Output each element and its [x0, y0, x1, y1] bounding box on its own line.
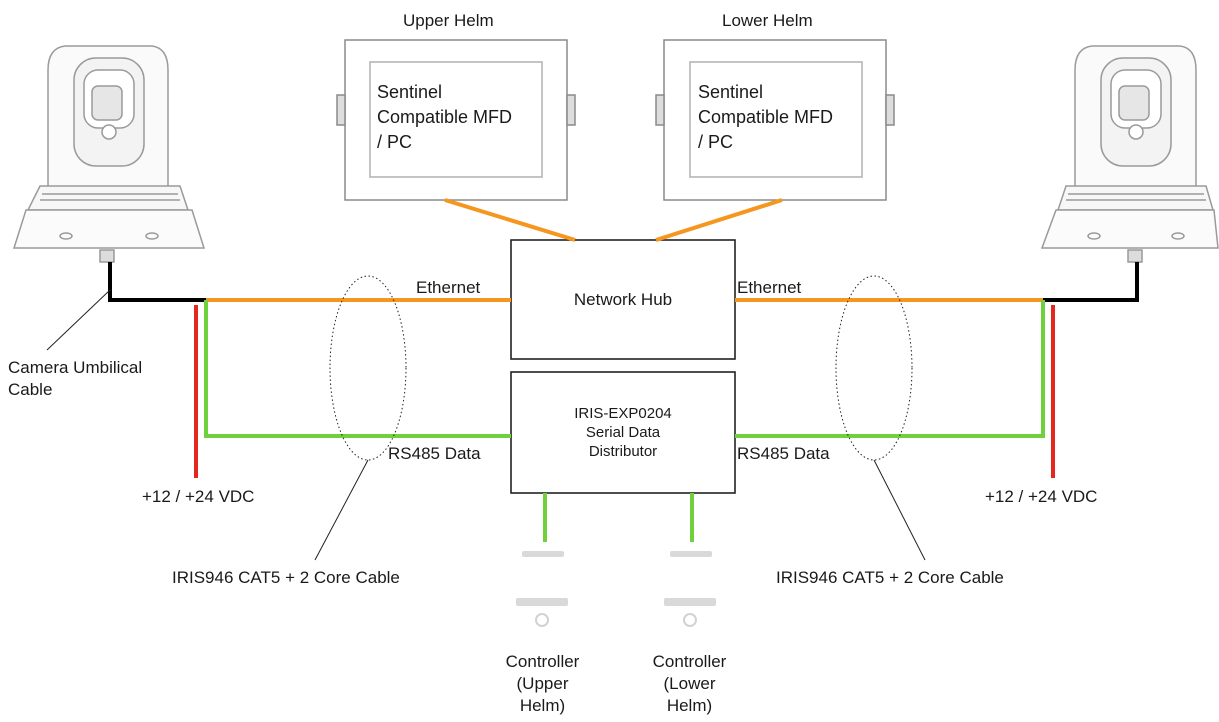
- left-rs485-cable: [204, 300, 511, 438]
- upper-controller-icon: [516, 551, 568, 627]
- upper-controller-line-3: Helm): [519, 696, 566, 715]
- lower-helm-title: Lower Helm: [722, 11, 813, 30]
- left-cable-bundle-marker: [329, 275, 407, 461]
- left-cat5-leader-line: [314, 459, 369, 561]
- distributor-line-1: IRIS-EXP0204: [574, 405, 672, 422]
- rs485-right-label: RS485 Data: [737, 444, 830, 463]
- upper-mfd-line-3: / PC: [377, 132, 413, 152]
- network-hub-label: Network Hub: [573, 290, 673, 309]
- cat5-right-label: IRIS946 CAT5 + 2 Core Cable: [776, 568, 1004, 587]
- lower-mfd-line-3: / PC: [698, 132, 734, 152]
- upper-mfd-ethernet-cable: [444, 198, 576, 242]
- power-right-label: +12 / +24 VDC: [985, 487, 1098, 506]
- lower-mfd-icon: [655, 39, 895, 201]
- left-umbilical-cable: [108, 262, 206, 302]
- lower-mfd-line-2: Compatible MFD: [698, 107, 834, 127]
- right-cable-bundle-marker: [835, 275, 913, 461]
- lower-mfd-label: Sentinel Compatible MFD / PC: [698, 80, 833, 155]
- network-hub-box: [510, 239, 736, 360]
- distributor-box: [510, 371, 736, 494]
- lower-mfd-ethernet-cable: [655, 198, 783, 242]
- right-camera-icon: [1040, 45, 1219, 263]
- umbilical-line-1: Camera Umbilical: [8, 358, 143, 377]
- lower-controller-line-2: (Lower: [663, 674, 716, 693]
- ethernet-left-label: Ethernet: [416, 278, 481, 297]
- upper-mfd-line-1: Sentinel: [377, 82, 443, 102]
- upper-controller-label: Controller (Upper Helm): [495, 651, 590, 717]
- distributor-label: IRIS-EXP0204 Serial Data Distributor: [511, 404, 735, 461]
- ethernet-right-label: Ethernet: [737, 278, 802, 297]
- umbilical-line-2: Cable: [8, 380, 53, 399]
- lower-mfd-line-1: Sentinel: [698, 82, 764, 102]
- lower-controller-line-3: Helm): [666, 696, 713, 715]
- power-left-label: +12 / +24 VDC: [142, 487, 255, 506]
- upper-helm-title: Upper Helm: [403, 11, 494, 30]
- cat5-left-label: IRIS946 CAT5 + 2 Core Cable: [172, 568, 400, 587]
- umbilical-leader-line: [46, 289, 111, 351]
- lower-controller-icon: [664, 551, 716, 627]
- left-camera-icon: [12, 45, 206, 263]
- distributor-line-2: Serial Data: [585, 424, 661, 441]
- upper-controller-line-1: Controller: [505, 652, 580, 671]
- distributor-line-3: Distributor: [588, 443, 658, 460]
- upper-controller-line-2: (Upper: [516, 674, 569, 693]
- upper-mfd-line-2: Compatible MFD: [377, 107, 513, 127]
- right-cat5-leader-line: [873, 459, 926, 561]
- right-umbilical-cable: [1043, 262, 1139, 302]
- lower-controller-line-1: Controller: [652, 652, 727, 671]
- rs485-left-label: RS485 Data: [388, 444, 481, 463]
- lower-controller-label: Controller (Lower Helm): [642, 651, 737, 717]
- umbilical-label: Camera Umbilical Cable: [8, 357, 142, 401]
- right-rs485-cable: [735, 300, 1045, 438]
- upper-mfd-label: Sentinel Compatible MFD / PC: [377, 80, 512, 155]
- upper-mfd-icon: [336, 39, 576, 201]
